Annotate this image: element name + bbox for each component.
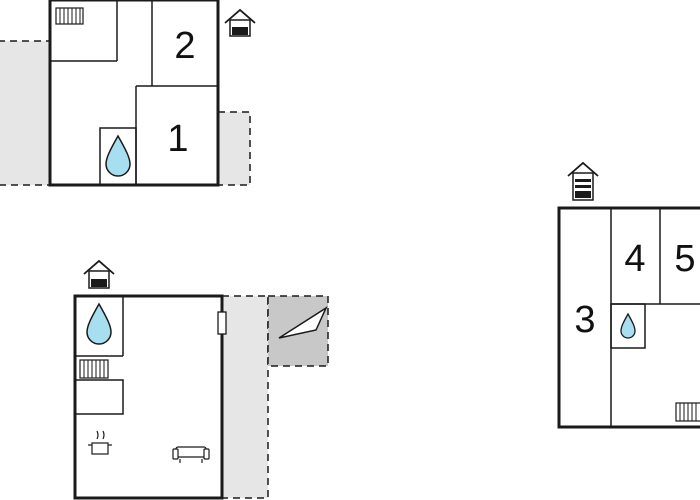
counter [74, 379, 124, 415]
house-entrance-icon[interactable] [567, 161, 599, 201]
sofa-icon [172, 446, 210, 463]
stove-pot-icon [88, 430, 112, 455]
room-number-3: 3 [574, 299, 595, 341]
room-number-4: 4 [624, 238, 645, 280]
room-number-5: 5 [674, 238, 695, 280]
room-number-1: 1 [167, 118, 188, 160]
terrace-left [0, 40, 51, 186]
water-drop-icon [105, 134, 131, 177]
radiator-icon [55, 7, 84, 25]
room-number-2: 2 [174, 25, 195, 67]
water-drop-icon [620, 312, 636, 339]
unit-top-left: 2 1 [0, 0, 256, 187]
bathroom [99, 127, 137, 186]
bathroom [610, 303, 646, 349]
terrace-right [217, 111, 251, 186]
outer-wall [557, 206, 700, 429]
house-entrance-icon[interactable] [224, 8, 256, 37]
house-entrance-icon[interactable] [83, 259, 115, 289]
triangle-annex-icon [278, 306, 328, 339]
unit-right: 3 4 5 [557, 161, 700, 429]
window-icon[interactable] [217, 311, 227, 335]
radiator-icon [675, 402, 700, 422]
water-drop-icon [86, 302, 112, 345]
radiator-icon [79, 359, 109, 379]
terrace [221, 295, 269, 499]
unit-bottom-left [73, 259, 329, 500]
